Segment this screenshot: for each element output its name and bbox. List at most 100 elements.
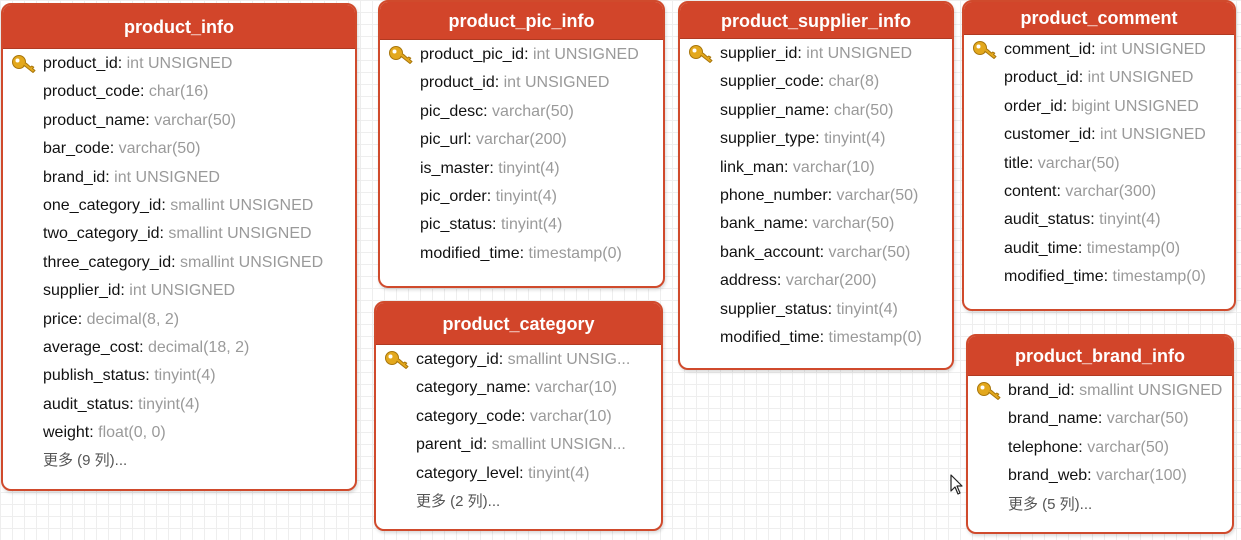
field-row[interactable]: price: decimal(8, 2) bbox=[3, 306, 355, 334]
field-row[interactable]: is_master: tinyint(4) bbox=[380, 155, 663, 183]
field-type: varchar(50) bbox=[118, 140, 201, 158]
field-row[interactable]: audit_status: tinyint(4) bbox=[964, 206, 1234, 234]
field-row[interactable]: bank_account: varchar(50) bbox=[680, 239, 952, 267]
field-row[interactable]: modified_time: timestamp(0) bbox=[380, 240, 663, 268]
field-row[interactable]: supplier_status: tinyint(4) bbox=[680, 296, 952, 324]
field-name: three_category_id bbox=[43, 253, 172, 271]
field-separator: : bbox=[139, 338, 148, 356]
more-columns-link[interactable]: 更多 (9 列)... bbox=[43, 452, 128, 470]
field-row[interactable]: product_id: int UNSIGNED bbox=[964, 64, 1234, 92]
field-separator: : bbox=[89, 424, 99, 442]
field-row[interactable]: bar_code: varchar(50) bbox=[3, 135, 355, 163]
field-separator: : bbox=[120, 282, 130, 300]
table-title[interactable]: product_brand_info bbox=[968, 336, 1232, 376]
field-row[interactable]: phone_number: varchar(50) bbox=[680, 182, 952, 210]
field-row[interactable]: weight: float(0, 0) bbox=[3, 419, 355, 447]
table-title[interactable]: product_pic_info bbox=[380, 2, 663, 40]
field-separator: : bbox=[526, 379, 536, 397]
field-row[interactable]: modified_time: timestamp(0) bbox=[964, 263, 1234, 291]
field-type: char(16) bbox=[148, 83, 209, 101]
field-row[interactable]: average_cost: decimal(18, 2) bbox=[3, 334, 355, 362]
field-row[interactable]: supplier_code: char(8) bbox=[680, 68, 952, 96]
field-row[interactable]: title: varchar(50) bbox=[964, 150, 1234, 178]
field-row[interactable]: address: varchar(200) bbox=[680, 267, 952, 295]
field-row[interactable]: modified_time: timestamp(0) bbox=[680, 324, 952, 352]
field-row[interactable]: bank_name: varchar(50) bbox=[680, 210, 952, 238]
field-row[interactable]: category_name: varchar(10) bbox=[376, 374, 661, 402]
field-row[interactable]: brand_web: varchar(100) bbox=[968, 462, 1232, 490]
field-row[interactable]: product_code: char(16) bbox=[3, 78, 355, 106]
field-row[interactable]: category_level: tinyint(4) bbox=[376, 460, 661, 488]
field-separator: : bbox=[1028, 154, 1038, 172]
field-type: varchar(300) bbox=[1065, 182, 1157, 200]
field-row[interactable]: order_id: bigint UNSIGNED bbox=[964, 93, 1234, 121]
field-name: telephone bbox=[1008, 438, 1079, 456]
field-separator: : bbox=[819, 243, 829, 261]
field-name: pic_status bbox=[420, 216, 493, 234]
field-name: bank_name bbox=[720, 215, 804, 233]
field-row[interactable]: content: varchar(300) bbox=[964, 178, 1234, 206]
table-title[interactable]: product_category bbox=[376, 303, 661, 345]
field-type: int UNSIGNED bbox=[806, 45, 913, 62]
key-icon bbox=[688, 44, 714, 64]
field-row[interactable]: brand_id: int UNSIGNED bbox=[3, 164, 355, 192]
field-separator: : bbox=[1091, 41, 1101, 58]
field-row[interactable]: two_category_id: smallint UNSIGNED bbox=[3, 220, 355, 248]
field-row[interactable]: product_name: varchar(50) bbox=[3, 107, 355, 135]
field-row[interactable]: audit_status: tinyint(4) bbox=[3, 391, 355, 419]
field-row[interactable]: supplier_type: tinyint(4) bbox=[680, 125, 952, 153]
more-columns-link[interactable]: 更多 (5 列)... bbox=[1008, 495, 1093, 513]
field-type: tinyint(4) bbox=[824, 130, 886, 148]
field-name: product_pic_id bbox=[420, 46, 525, 63]
field-separator: : bbox=[824, 101, 834, 119]
field-row[interactable]: supplier_id: int UNSIGNED bbox=[3, 277, 355, 305]
field-row[interactable]: supplier_name: char(50) bbox=[680, 97, 952, 125]
field-row[interactable]: telephone: varchar(50) bbox=[968, 434, 1232, 462]
field-row[interactable]: parent_id: smallint UNSIGN... bbox=[376, 431, 661, 459]
field-row[interactable]: three_category_id: smallint UNSIGNED bbox=[3, 249, 355, 277]
table-title[interactable]: product_info bbox=[3, 5, 355, 49]
field-row[interactable]: supplier_id: int UNSIGNED bbox=[680, 40, 952, 68]
more-columns-link[interactable]: 更多 (2 列)... bbox=[416, 492, 501, 510]
field-type: smallint UNSIGNED bbox=[170, 196, 314, 214]
field-row[interactable]: one_category_id: smallint UNSIGNED bbox=[3, 192, 355, 220]
field-name: modified_time bbox=[720, 328, 820, 346]
field-row[interactable]: product_id: int UNSIGNED bbox=[3, 50, 355, 78]
field-type: int UNSIGNED bbox=[129, 282, 236, 300]
field-row[interactable]: category_code: varchar(10) bbox=[376, 403, 661, 431]
field-separator: : bbox=[519, 464, 529, 482]
field-row[interactable]: publish_status: tinyint(4) bbox=[3, 362, 355, 390]
field-name: is_master bbox=[420, 159, 490, 177]
field-row[interactable]: product_pic_id: int UNSIGNED bbox=[380, 41, 663, 69]
field-type: smallint UNSIGNED bbox=[168, 225, 312, 243]
field-row[interactable]: brand_name: varchar(50) bbox=[968, 405, 1232, 433]
field-name: product_id bbox=[1004, 69, 1079, 87]
field-separator: : bbox=[145, 367, 155, 385]
field-row[interactable]: pic_status: tinyint(4) bbox=[380, 211, 663, 239]
field-name: category_id bbox=[416, 351, 499, 368]
field-separator: : bbox=[161, 196, 171, 214]
table-title[interactable]: product_supplier_info bbox=[680, 3, 952, 39]
field-type: varchar(200) bbox=[476, 131, 567, 149]
field-type: varchar(50) bbox=[828, 243, 911, 261]
table-title[interactable]: product_comment bbox=[964, 2, 1234, 35]
field-name: audit_status bbox=[1004, 211, 1091, 229]
field-row[interactable]: pic_order: tinyint(4) bbox=[380, 183, 663, 211]
field-row[interactable]: pic_url: varchar(200) bbox=[380, 126, 663, 154]
field-row[interactable]: brand_id: smallint UNSIGNED bbox=[968, 377, 1232, 405]
field-row[interactable]: product_id: int UNSIGNED bbox=[380, 69, 663, 97]
field-row[interactable]: comment_id: int UNSIGNED bbox=[964, 36, 1234, 64]
field-row[interactable]: category_id: smallint UNSIG... bbox=[376, 346, 661, 374]
field-row[interactable]: pic_desc: varchar(50) bbox=[380, 98, 663, 126]
field-row[interactable]: audit_time: timestamp(0) bbox=[964, 235, 1234, 263]
field-row[interactable]: customer_id: int UNSIGNED bbox=[964, 121, 1234, 149]
field-row[interactable]: link_man: varchar(10) bbox=[680, 154, 952, 182]
field-name: average_cost bbox=[43, 338, 140, 356]
